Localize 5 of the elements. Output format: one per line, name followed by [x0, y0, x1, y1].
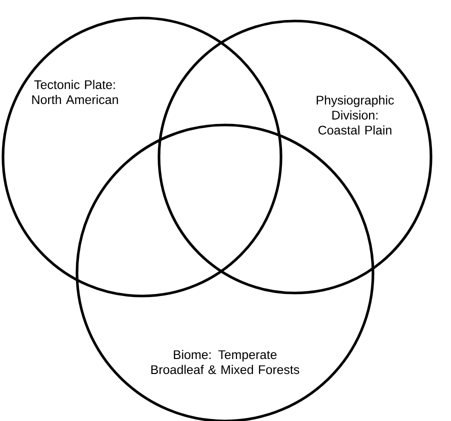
venn-circle [2, 16, 282, 298]
circle-label: Biome: Temperate Broadleaf & Mixed Forests [151, 350, 300, 374]
circle-label: Physiographic Division: Coastal Plain [316, 95, 394, 135]
venn-circle [158, 20, 432, 294]
circle-label: Tectonic Plate: North American [32, 80, 118, 104]
